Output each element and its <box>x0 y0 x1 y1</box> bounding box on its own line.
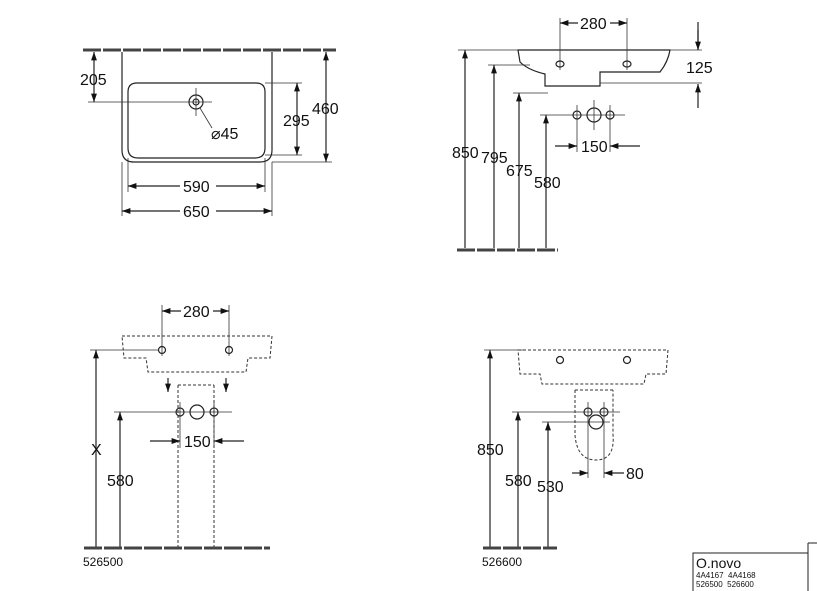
dim-580: 580 <box>534 175 561 192</box>
dim-675: 675 <box>506 163 533 180</box>
product-code: 526600 <box>482 555 522 569</box>
front-view-526600: 850 580 530 80 526600 <box>477 349 669 569</box>
dim-x: X <box>91 442 102 459</box>
dim-795: 795 <box>481 150 508 167</box>
basin-outline <box>121 52 273 163</box>
product-code: 526500 <box>83 555 123 569</box>
front-view-526500: 280 X 580 150 526500 <box>83 302 273 569</box>
product-name: O.novo <box>696 555 741 571</box>
plan-view: 205 295 460 590 650 ⌀45 <box>80 48 339 221</box>
article-numbers-2: 526500 526600 <box>696 580 754 589</box>
dim-530: 530 <box>537 479 564 496</box>
dim-580: 580 <box>505 473 532 490</box>
dim-295: 295 <box>283 113 310 130</box>
dim-125: 125 <box>686 60 713 77</box>
dim-hole-diameter: ⌀45 <box>211 126 239 143</box>
basin-bowl <box>127 82 266 159</box>
dim-850: 850 <box>477 442 504 459</box>
dim-850: 850 <box>452 145 479 162</box>
dim-80: 80 <box>626 466 644 483</box>
basin-profile <box>517 49 671 87</box>
semi-pedestal <box>574 389 614 461</box>
basin-outline <box>517 349 669 385</box>
dim-205: 205 <box>80 72 107 89</box>
dim-280: 280 <box>183 304 210 321</box>
side-view: 280 125 850 795 675 580 150 <box>452 14 713 252</box>
title-block: O.novo 4A4167 4A4168 526500 526600 <box>692 542 817 591</box>
dim-280: 280 <box>580 16 607 33</box>
dim-590: 590 <box>183 179 210 196</box>
dim-460: 460 <box>312 101 339 118</box>
article-numbers-1: 4A4167 4A4168 <box>696 571 756 580</box>
dim-580: 580 <box>107 473 134 490</box>
dim-150: 150 <box>581 139 608 156</box>
dim-150: 150 <box>184 434 211 451</box>
basin-outline <box>121 335 273 373</box>
dim-650: 650 <box>183 204 210 221</box>
